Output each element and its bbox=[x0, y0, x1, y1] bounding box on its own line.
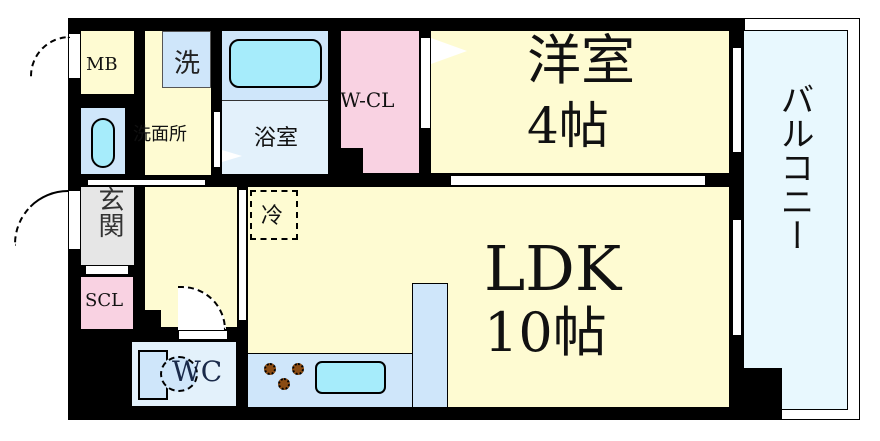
entrance-label: 玄関 bbox=[94, 186, 124, 238]
balcony-floor bbox=[744, 30, 848, 410]
burner-icon bbox=[264, 363, 276, 375]
laundry-area bbox=[162, 31, 211, 88]
scl-label: SCL bbox=[85, 290, 124, 311]
room-entrance bbox=[81, 187, 134, 265]
refrigerator-label: 冷 bbox=[261, 204, 284, 229]
ldk-size: 10帖 bbox=[484, 301, 607, 364]
toilet-bowl bbox=[160, 356, 198, 392]
sink-icon bbox=[91, 118, 115, 168]
laundry-label: 洗 bbox=[174, 49, 201, 79]
corridor-notch bbox=[145, 310, 161, 340]
burner-icon bbox=[278, 378, 290, 390]
mb-door-swing bbox=[30, 36, 70, 78]
western-room-label: 洋室 bbox=[527, 29, 635, 92]
bathtub-icon bbox=[229, 39, 322, 88]
room-shoe-closet bbox=[81, 277, 133, 329]
room-western bbox=[431, 31, 729, 173]
wc-door[interactable] bbox=[178, 330, 228, 340]
kitchen-peninsula bbox=[412, 283, 448, 407]
door-arrow-icon bbox=[431, 38, 467, 64]
front-door[interactable] bbox=[68, 190, 81, 250]
wc-label: WC bbox=[172, 355, 223, 388]
partition bbox=[88, 179, 205, 186]
balcony-label: バルコニー bbox=[774, 82, 814, 252]
pillar bbox=[720, 368, 782, 420]
ldk-label: LDK bbox=[484, 232, 622, 305]
bathroom-label: 浴室 bbox=[254, 126, 299, 151]
bathroom-door[interactable] bbox=[213, 111, 221, 168]
mb-label: MB bbox=[86, 54, 118, 75]
western-room-size: 4帖 bbox=[527, 97, 609, 155]
sliding-door[interactable] bbox=[451, 175, 705, 186]
door-arrow-icon bbox=[222, 150, 242, 162]
window bbox=[732, 48, 742, 152]
partition-window bbox=[238, 190, 247, 320]
window bbox=[732, 220, 742, 335]
room-mb bbox=[81, 31, 134, 94]
burner-icon bbox=[292, 363, 304, 375]
front-door-swing bbox=[14, 190, 68, 246]
kitchen-sink-icon bbox=[315, 361, 386, 394]
refrigerator-space bbox=[250, 190, 298, 240]
wcl-notch bbox=[341, 148, 363, 174]
washroom-label: 洗面所 bbox=[133, 124, 187, 145]
wcl-door[interactable] bbox=[420, 37, 431, 129]
wcl-label: W-CL bbox=[340, 88, 395, 112]
scl-door[interactable] bbox=[85, 265, 129, 275]
